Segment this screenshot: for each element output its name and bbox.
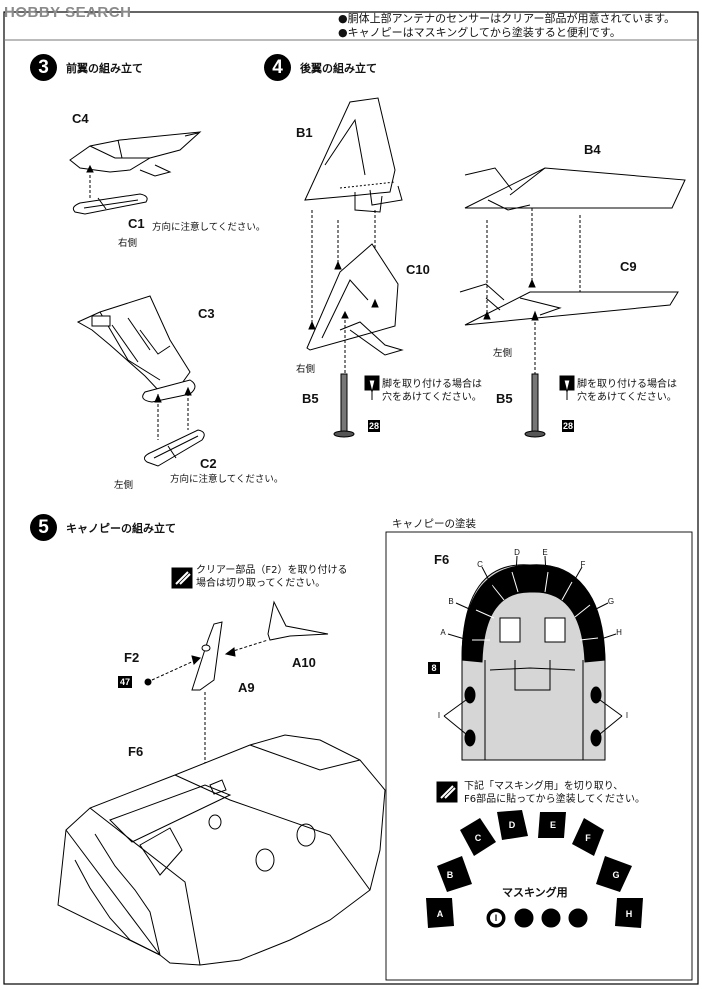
step3-left-side: 左側: [114, 480, 134, 491]
part-b5-label-left: B5: [302, 391, 319, 406]
segment-label-h: H: [616, 628, 622, 637]
step3-right-side: 右側: [118, 238, 138, 249]
segment-label-g: G: [607, 597, 615, 606]
mask-piece-a: A: [436, 909, 444, 919]
canopy-paint-part-label: F6: [434, 552, 450, 567]
mask-circle-i-bg: [490, 912, 502, 924]
paint-ref-badge-47: 47: [118, 676, 132, 688]
mask-note-1: 下記「マスキング用」を切り取り、: [464, 781, 624, 792]
mask-note-2: F6部品に貼ってから塗装してください。: [464, 794, 646, 805]
step4-number: 4: [264, 54, 291, 81]
step5-clear-note-2: 場合は切り取ってください。: [196, 578, 326, 589]
part-a9-label: A9: [238, 680, 255, 695]
mask-title: マスキング用: [502, 886, 568, 899]
step4-hole-note-left-2: 穴をあけてください。: [382, 392, 482, 403]
part-c3-label: C3: [198, 306, 215, 321]
paint-ref-badge-8: 8: [428, 662, 440, 674]
canopy-paint-title: キャノピーの塗装: [392, 518, 476, 530]
step5-number: 5: [30, 514, 57, 541]
mask-piece-g: G: [612, 870, 620, 880]
step4-right-side: 右側: [296, 364, 316, 375]
part-b1-label: B1: [296, 125, 313, 140]
paint-ref-badge-right: 28: [562, 420, 574, 432]
segment-label-a: A: [440, 628, 446, 637]
part-f6-label: F6: [128, 744, 144, 759]
part-c4-label: C4: [72, 111, 89, 126]
step3-title: 前翼の組み立て: [66, 62, 143, 75]
part-f2-label: F2: [124, 650, 140, 665]
part-c2-label: C2: [200, 456, 217, 471]
step4-hole-note-right-2: 穴をあけてください。: [577, 392, 677, 403]
mask-piece-h: H: [625, 909, 633, 919]
step4-title: 後翼の組み立て: [300, 62, 377, 75]
top-note-1: ●胴体上部アンテナのセンサーはクリアー部品が用意されています。: [338, 12, 676, 25]
segment-label-b: B: [448, 597, 454, 606]
part-c10-label: C10: [406, 262, 430, 277]
step4-hole-note-right-1: 脚を取り付ける場合は: [577, 379, 677, 390]
step4-left-side: 左側: [493, 348, 513, 359]
step4-hole-note-left-1: 脚を取り付ける場合は: [382, 379, 482, 390]
step5-title: キャノピーの組み立て: [66, 522, 176, 535]
mask-circle-i-label: I: [494, 913, 498, 923]
segment-label-d: D: [514, 548, 520, 557]
part-c1-label: C1: [128, 216, 145, 231]
paint-ref-badge-left: 28: [368, 420, 380, 432]
segment-label-f: F: [580, 560, 586, 569]
step3-direction-note-2: 方向に注意してください。: [170, 474, 284, 485]
mask-piece-f: F: [585, 833, 591, 843]
part-b5-label-right: B5: [496, 391, 513, 406]
part-b4-label: B4: [584, 142, 601, 157]
window-label-right: I: [625, 711, 629, 720]
top-note-2: ●キャノピーはマスキングしてから塗装すると便利です。: [338, 26, 621, 39]
part-c9-label: C9: [620, 259, 637, 274]
mask-piece-b: B: [446, 870, 454, 880]
mask-piece-d: D: [508, 820, 516, 830]
segment-label-e: E: [542, 548, 548, 557]
mask-piece-e: E: [549, 820, 556, 830]
segment-label-c: C: [477, 560, 483, 569]
watermark: HOBBY SEARCH: [4, 4, 132, 21]
window-label-left: I: [437, 711, 441, 720]
step5-clear-note-1: クリアー部品（F2）を取り付ける: [196, 565, 348, 576]
part-a10-label: A10: [292, 655, 316, 670]
step3-number: 3: [30, 54, 57, 81]
mask-piece-c: C: [474, 833, 482, 843]
step3-direction-note-1: 方向に注意してください。: [152, 222, 266, 233]
